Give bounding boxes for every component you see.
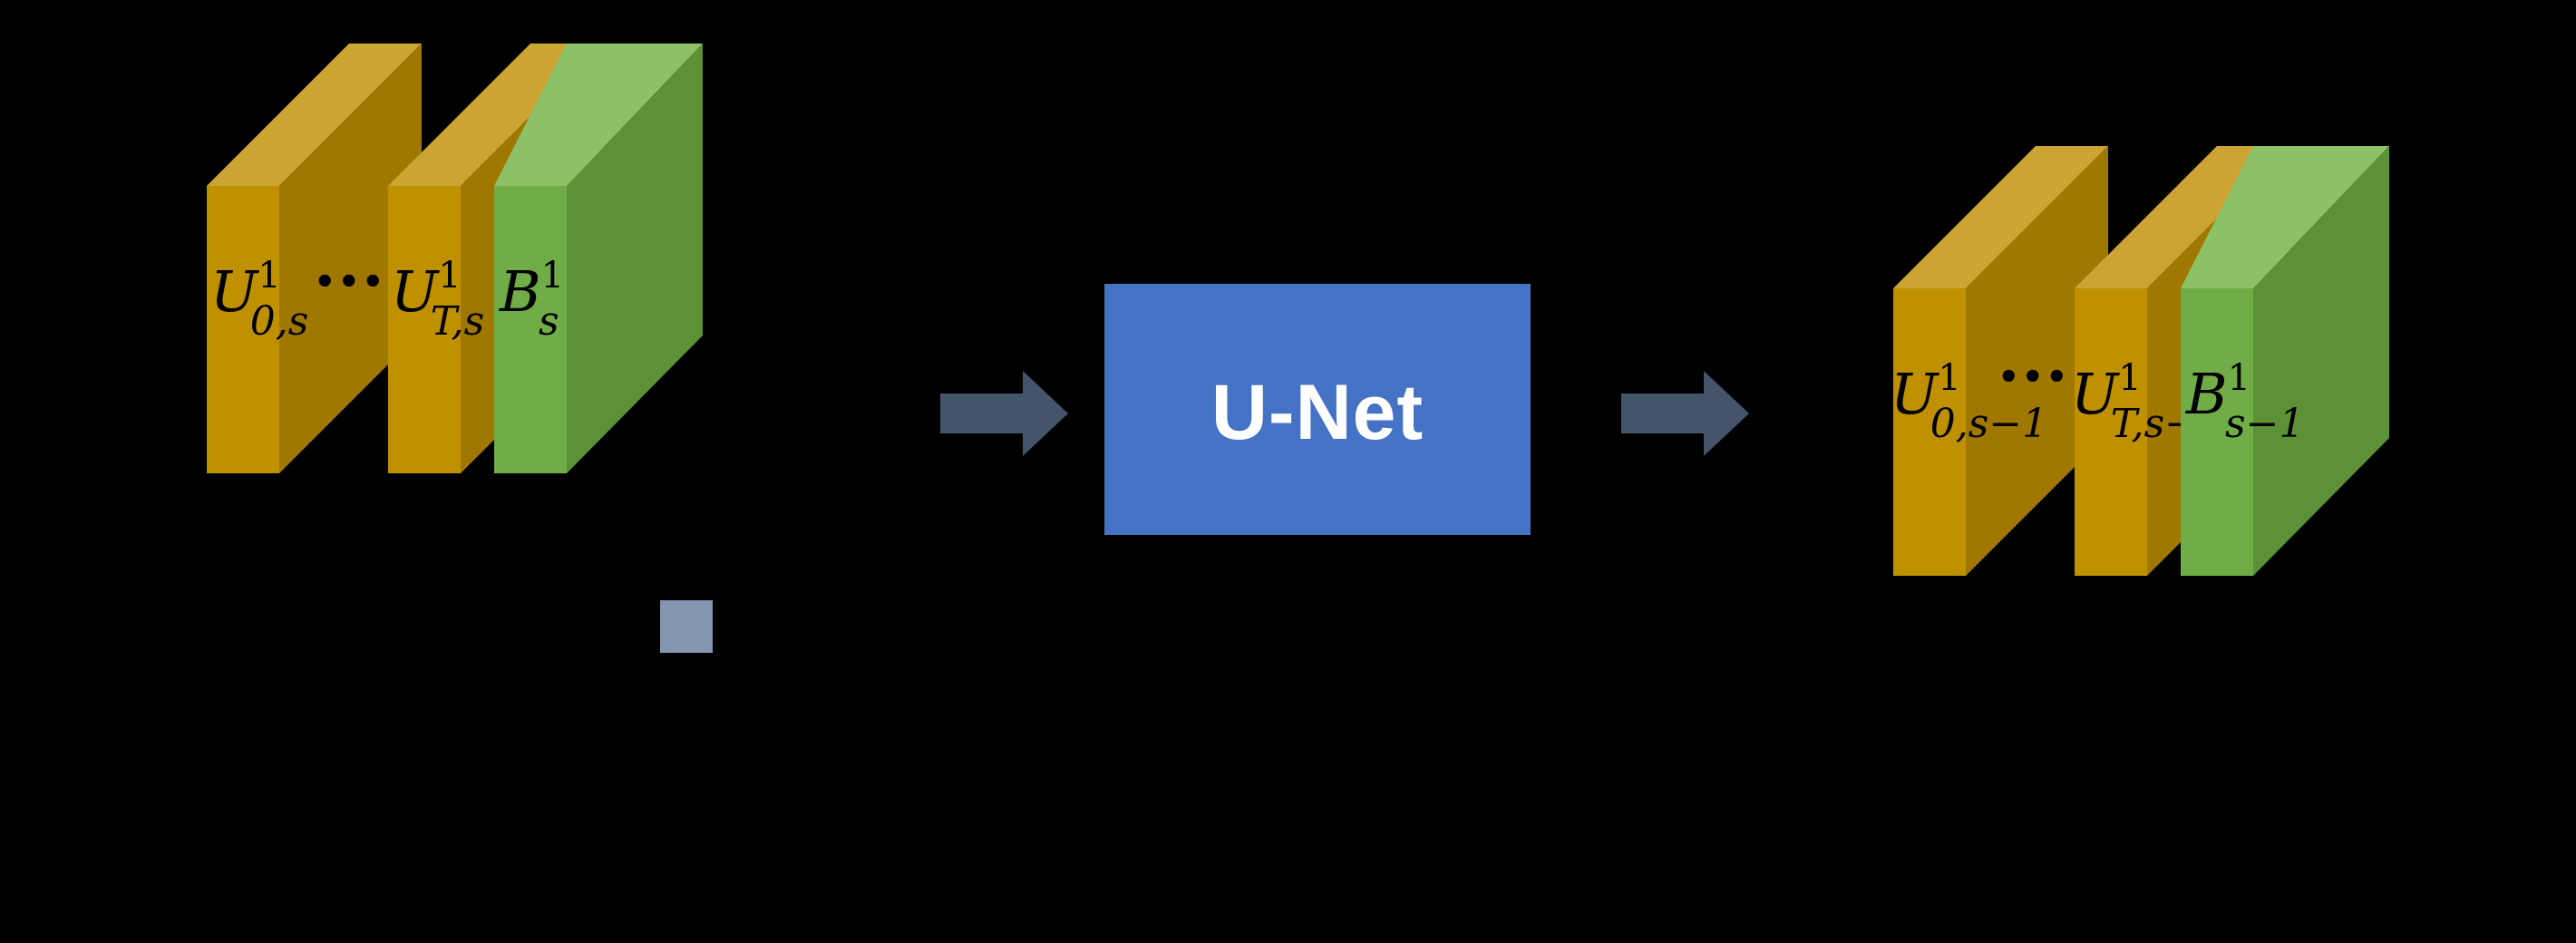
- arrow-unet-to-output[interactable]: [1621, 371, 1749, 456]
- label-base: U: [1891, 361, 1939, 427]
- label-superscript: 1: [2228, 357, 2250, 399]
- slab-side-face: [567, 44, 703, 473]
- unet-box: [1104, 284, 1531, 535]
- label-superscript: 1: [258, 255, 280, 297]
- slab-front-face: [494, 186, 567, 473]
- slab-front-face: [388, 186, 461, 473]
- label-base: B: [2185, 361, 2228, 427]
- label-base: B: [499, 258, 541, 325]
- label-base: U: [210, 258, 259, 325]
- small-square-marker[interactable]: [660, 600, 713, 653]
- slab-top-face: [1893, 146, 2108, 288]
- label-subscript: s: [539, 298, 559, 345]
- label-base: U: [391, 258, 440, 325]
- label-superscript: 1: [1938, 357, 1960, 399]
- slab-side-face: [2253, 146, 2389, 576]
- right-stack-ellipsis: ...: [1999, 315, 2072, 397]
- unet-block[interactable]: U-Net: [1104, 284, 1531, 535]
- slab-front-face: [1893, 288, 1966, 576]
- label-superscript: 1: [2118, 357, 2141, 399]
- label-subscript: 0,s−1: [1930, 401, 2047, 447]
- right-arrow-icon: [1621, 371, 1749, 456]
- slab-front-face: [2181, 288, 2253, 576]
- slab-top-face: [207, 44, 422, 186]
- arrow-input-to-unet[interactable]: [940, 371, 1068, 456]
- slab-side-face: [279, 44, 422, 473]
- right-arrow-icon: [940, 371, 1068, 456]
- slab-top-face: [2181, 146, 2389, 288]
- label-subscript: 0,s: [250, 298, 309, 345]
- slab-side-face: [1966, 146, 2108, 576]
- slab-front-face: [2075, 288, 2147, 576]
- left-stack-ellipsis: ...: [316, 219, 388, 302]
- label-base: U: [2071, 361, 2120, 427]
- unet-label: U-Net: [1211, 369, 1424, 456]
- slab-top-face: [494, 44, 703, 186]
- label-subscript: T,s: [431, 298, 484, 345]
- slab-front-face: [207, 186, 279, 473]
- label-superscript: 1: [438, 255, 461, 297]
- label-subscript: s−1: [2225, 401, 2304, 447]
- label-superscript: 1: [541, 255, 564, 297]
